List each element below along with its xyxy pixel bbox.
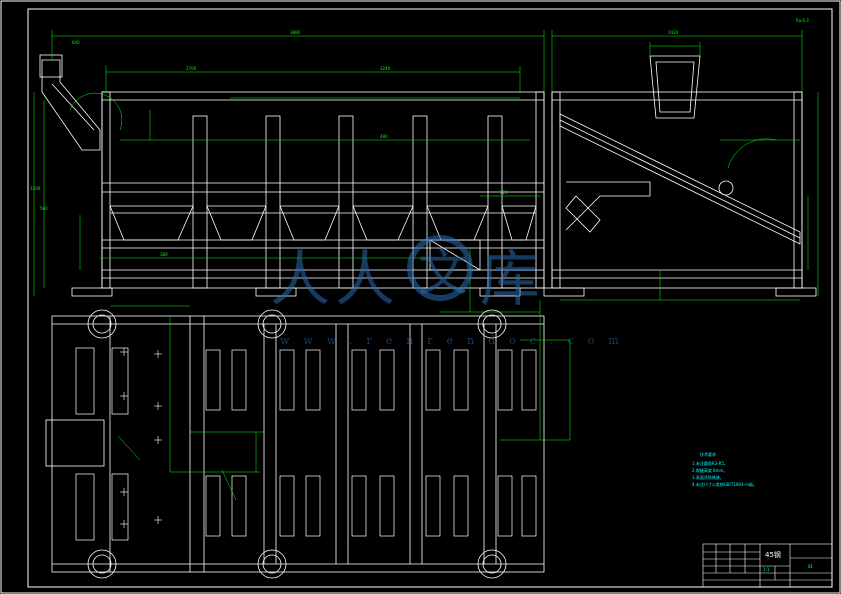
side-view: [543, 55, 817, 297]
front-view-dimensions: [33, 30, 545, 313]
plan-view-dimensions: [110, 300, 571, 501]
dim-small-1: 480: [380, 134, 388, 139]
scale-label: 1:1: [763, 567, 770, 572]
plan-view: [45, 309, 545, 579]
tech-req-item-1: 1.未注圆角R3-R5。: [692, 460, 728, 466]
watermark-char-2: 人: [335, 245, 395, 315]
dim-hopper: 640: [72, 40, 80, 45]
tech-req-item-3: 3.表面涂防锈漆。: [692, 474, 724, 480]
dim-top-1: 3240: [380, 66, 391, 71]
front-view: [39, 54, 545, 297]
side-view-dim-text: 1420: [668, 30, 679, 35]
technical-requirements: 技术要求 1.未注圆角R3-R5。 2.焊缝高度 8mm。 3.表面涂防锈漆。 …: [692, 451, 757, 487]
tech-req-item-2: 2.焊缝高度 8mm。: [692, 467, 727, 473]
watermark-char-1: 人: [270, 245, 330, 315]
dim-top-2: 2700: [186, 66, 197, 71]
tech-req-item-4: 4.未注尺寸公差按GB/T1804-m级。: [692, 481, 757, 487]
dim-side-width: 1420: [668, 30, 679, 35]
dim-height-2: 560: [40, 206, 48, 211]
title-block: [702, 543, 833, 588]
watermark-char-4: 库: [480, 245, 540, 315]
dim-height: 1200: [30, 186, 41, 191]
inner-border: [27, 8, 833, 588]
dim-small-3: 220: [500, 190, 508, 195]
dim-overall-length: 3880: [290, 30, 301, 35]
front-view-dim-text: 3880 3240 2700 640 1200 560 480 380 220: [30, 30, 508, 257]
tech-req-heading: 技术要求: [700, 451, 716, 457]
watermark: 人 人 文 库 www.renrendoc.com: [270, 235, 633, 347]
watermark-char-3: 文: [418, 244, 468, 302]
side-view-dimensions: [551, 30, 819, 301]
corner-label: Ra 6.3: [796, 18, 809, 23]
material-label: 45钢: [765, 550, 781, 559]
plan-slots: [75, 347, 537, 541]
dim-small-2: 380: [160, 252, 168, 257]
sheet-label: 01: [808, 564, 814, 569]
watermark-url: www.renrendoc.com: [280, 334, 633, 347]
